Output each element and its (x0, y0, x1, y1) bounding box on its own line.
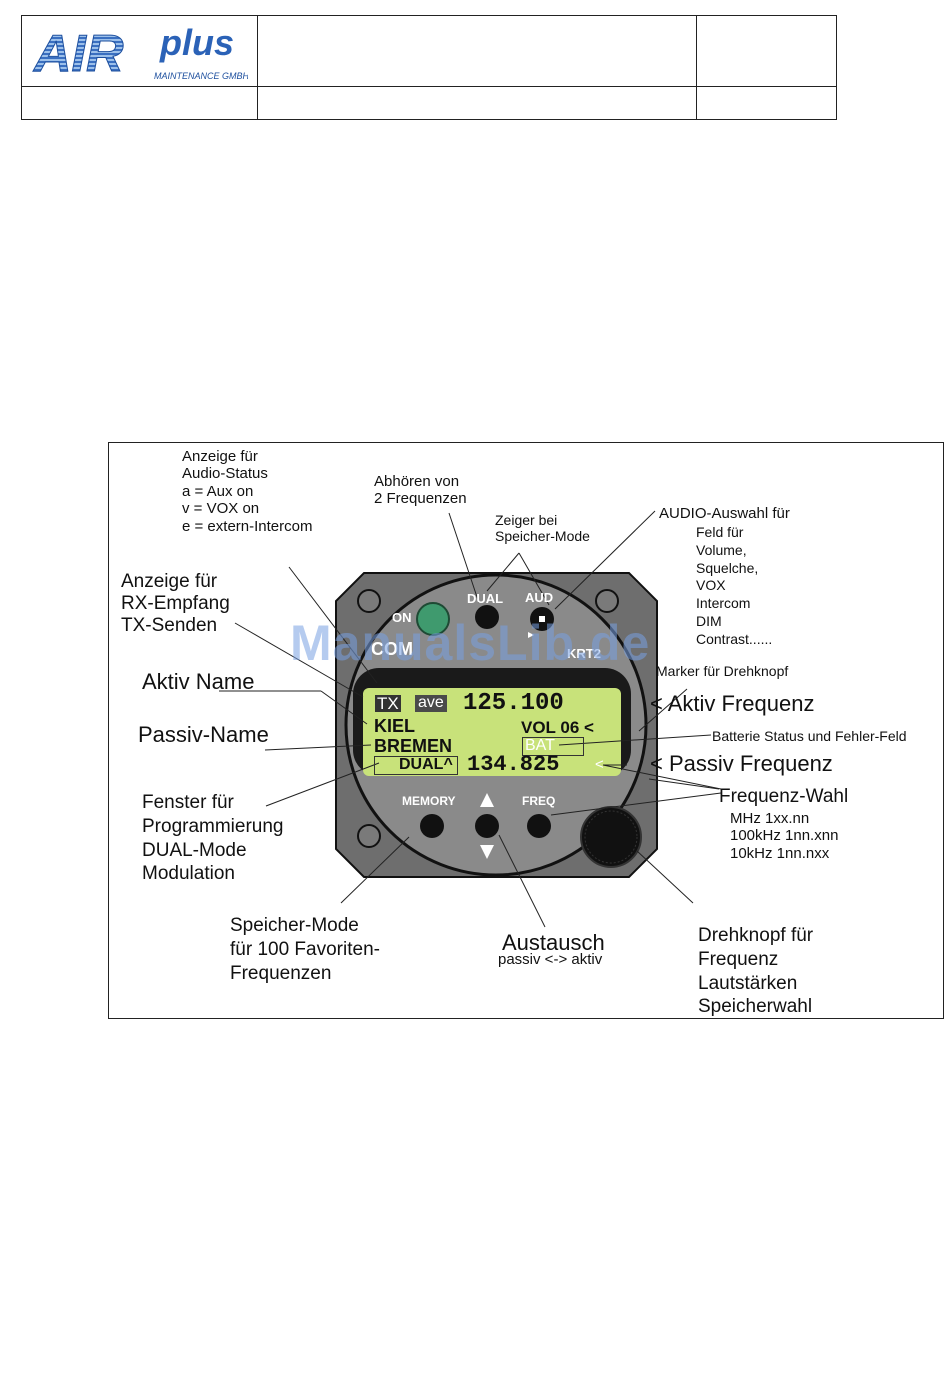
callout-knob: Drehknopf für Frequenz Lautstärken Speic… (698, 925, 814, 1018)
lcd-active-freq: 125.100 (463, 690, 564, 717)
callout-freq-select-items: MHz 1xx.nn 100kHz 1nn.xnn 10kHz 1nn.nxx (730, 810, 839, 862)
callout-passive-name: Passiv-Name (138, 722, 269, 747)
header-title-cell (257, 16, 697, 86)
callout-audio-select-items: Feld für Volume, Squelche, VOX Intercom … (696, 524, 773, 647)
lcd-tx: TX (375, 694, 401, 713)
rotary-knob (580, 806, 642, 868)
airplus-logo: AIR plus MAINTENANCE GMBH (32, 21, 250, 88)
up-arrow-icon (480, 793, 494, 807)
on-button (416, 602, 450, 636)
memory-button (420, 814, 444, 838)
freq-button-label: FREQ (522, 794, 556, 808)
screw-hole-tl (357, 589, 381, 613)
callout-swap-title: Austausch (502, 930, 605, 955)
lcd-audio-status: ave (415, 694, 447, 712)
swap-button (475, 814, 499, 838)
header-logo-cell: AIR plus MAINTENANCE GMBH (22, 16, 258, 86)
callout-battery: Batterie Status und Fehler-Feld (712, 728, 907, 744)
lcd-passive-name: BREMEN (374, 736, 453, 756)
dual-button-label: DUAL (467, 591, 504, 606)
dual-button (475, 605, 499, 629)
device-figure: ON DUAL AUD COM KRT2 MEMORY FREQ TX ave … (108, 442, 944, 1019)
logo-sub-text: MAINTENANCE GMBH (154, 71, 248, 81)
on-button-label: ON (392, 610, 412, 625)
logo-air-text: AIR (32, 25, 124, 83)
callout-audio-status: Anzeige für Audio-Status a = Aux on v = … (182, 448, 313, 535)
down-arrow-icon (480, 845, 494, 859)
lcd-passive-marker: < (595, 756, 604, 773)
callout-passive-freq: < Passiv Frequenz (650, 751, 833, 776)
callout-prog-window: Fenster für Programmierung DUAL-Mode Mod… (142, 792, 284, 885)
callout-knob-marker: Marker für Drehknopf (656, 663, 789, 679)
callout-swap-sub: passiv <-> aktiv (498, 951, 603, 968)
callout-rx-tx: Anzeige für RX-Empfang TX-Senden (121, 571, 230, 637)
memory-button-label: MEMORY (402, 794, 456, 808)
header-col-divider-2 (696, 86, 697, 120)
callout-memory-mode: Speicher-Mode für 100 Favoriten- Frequen… (230, 915, 380, 984)
lcd-vol: VOL 06 < (521, 718, 594, 737)
watermark: ManualsLib.de (290, 615, 651, 671)
logo-plus-text: plus (159, 22, 234, 63)
callout-freq-select-title: Frequenz-Wahl (719, 786, 849, 807)
lcd-dual-mode: DUAL^ (374, 756, 458, 775)
panel-krt2-label: KRT2 (567, 646, 601, 661)
lcd-active-name: KIEL (374, 716, 416, 736)
freq-button (527, 814, 551, 838)
leader-lines (219, 510, 722, 928)
aud-button-label: AUD (525, 590, 554, 605)
lcd-passive-freq: 134.825 (467, 752, 560, 777)
callout-active-freq: < Aktiv Frequenz (650, 691, 815, 716)
callout-memory-pointer: Zeiger bei Speicher-Mode (495, 512, 590, 545)
header-col-divider-1 (257, 86, 258, 120)
panel-com-label: COM (371, 639, 413, 659)
callout-active-name: Aktiv Name (142, 669, 255, 694)
header-table: AIR plus MAINTENANCE GMBH (21, 15, 837, 120)
screw-hole-tr (595, 589, 619, 613)
callout-audio-select-title: AUDIO-Auswahl für (659, 505, 790, 522)
callout-dual-listen: Abhören von 2 Frequenzen (374, 473, 467, 508)
screw-hole-bl (357, 824, 381, 848)
header-row-divider (22, 86, 836, 87)
lcd-bat: BAT (522, 737, 584, 756)
